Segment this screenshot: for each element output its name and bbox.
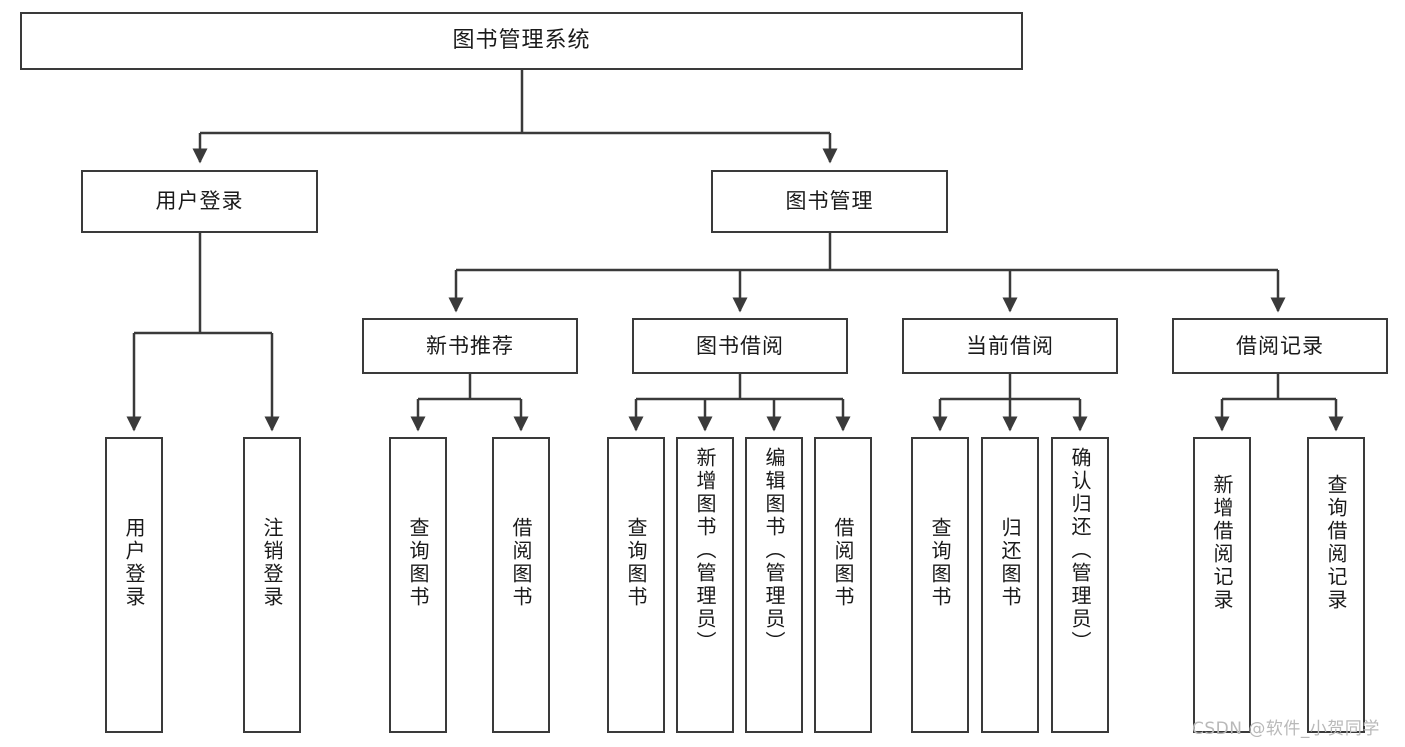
leaf-user-login-label: 用户登录 (122, 517, 146, 609)
node-user-login-label: 用户登录 (155, 189, 244, 214)
leaf-edit-book-label: 编辑图书（管理员） (762, 447, 786, 654)
leaf-edit-book[interactable]: 编辑图书（管理员） (745, 437, 803, 733)
leaf-query-record-label: 查询借阅记录 (1324, 474, 1348, 612)
leaf-query-book-3-label: 查询图书 (928, 517, 952, 609)
leaf-user-login[interactable]: 用户登录 (105, 437, 163, 733)
node-borrow-record-label: 借阅记录 (1236, 333, 1324, 358)
node-book-manage-label: 图书管理 (785, 189, 874, 214)
node-new-book-recommend-label: 新书推荐 (426, 333, 514, 358)
leaf-confirm-return[interactable]: 确认归还（管理员） (1051, 437, 1109, 733)
leaf-query-book-1[interactable]: 查询图书 (389, 437, 447, 733)
node-book-manage[interactable]: 图书管理 (711, 170, 948, 233)
node-current-borrow[interactable]: 当前借阅 (902, 318, 1118, 374)
leaf-borrow-book-2-label: 借阅图书 (831, 517, 855, 609)
node-root[interactable]: 图书管理系统 (20, 12, 1023, 70)
node-new-book-recommend[interactable]: 新书推荐 (362, 318, 578, 374)
leaf-query-record[interactable]: 查询借阅记录 (1307, 437, 1365, 733)
leaf-user-logout[interactable]: 注销登录 (243, 437, 301, 733)
node-root-label: 图书管理系统 (452, 28, 591, 54)
node-user-login[interactable]: 用户登录 (81, 170, 318, 233)
csdn-watermark: CSDN @软件_小贺同学 (1192, 719, 1380, 739)
leaf-query-book-2-label: 查询图书 (624, 517, 648, 609)
leaf-query-book-1-label: 查询图书 (406, 517, 430, 609)
node-book-borrow-label: 图书借阅 (696, 333, 784, 358)
leaf-borrow-book-1-label: 借阅图书 (509, 517, 533, 609)
leaf-confirm-return-label: 确认归还（管理员） (1068, 447, 1092, 654)
leaf-add-book[interactable]: 新增图书（管理员） (676, 437, 734, 733)
node-current-borrow-label: 当前借阅 (966, 333, 1054, 358)
leaf-add-book-label: 新增图书（管理员） (693, 447, 717, 654)
leaf-query-book-3[interactable]: 查询图书 (911, 437, 969, 733)
leaf-borrow-book-2[interactable]: 借阅图书 (814, 437, 872, 733)
leaf-return-book[interactable]: 归还图书 (981, 437, 1039, 733)
leaf-add-record-label: 新增借阅记录 (1210, 474, 1234, 612)
leaf-user-logout-label: 注销登录 (260, 517, 284, 609)
leaf-borrow-book-1[interactable]: 借阅图书 (492, 437, 550, 733)
leaf-return-book-label: 归还图书 (998, 517, 1022, 609)
node-borrow-record[interactable]: 借阅记录 (1172, 318, 1388, 374)
leaf-add-record[interactable]: 新增借阅记录 (1193, 437, 1251, 733)
leaf-query-book-2[interactable]: 查询图书 (607, 437, 665, 733)
node-book-borrow[interactable]: 图书借阅 (632, 318, 848, 374)
